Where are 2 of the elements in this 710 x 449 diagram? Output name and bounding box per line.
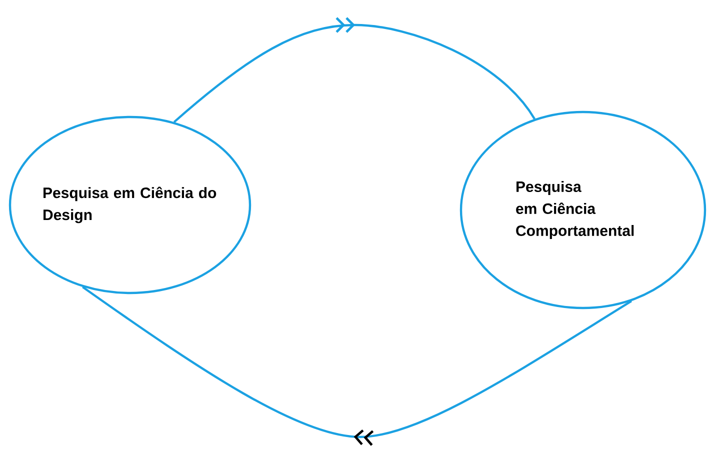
ellipse-node: Pesquisa em Ciência do Design bbox=[8, 116, 252, 294]
ellipse-node: Pesquisa em Ciência Comportamental bbox=[460, 110, 706, 310]
